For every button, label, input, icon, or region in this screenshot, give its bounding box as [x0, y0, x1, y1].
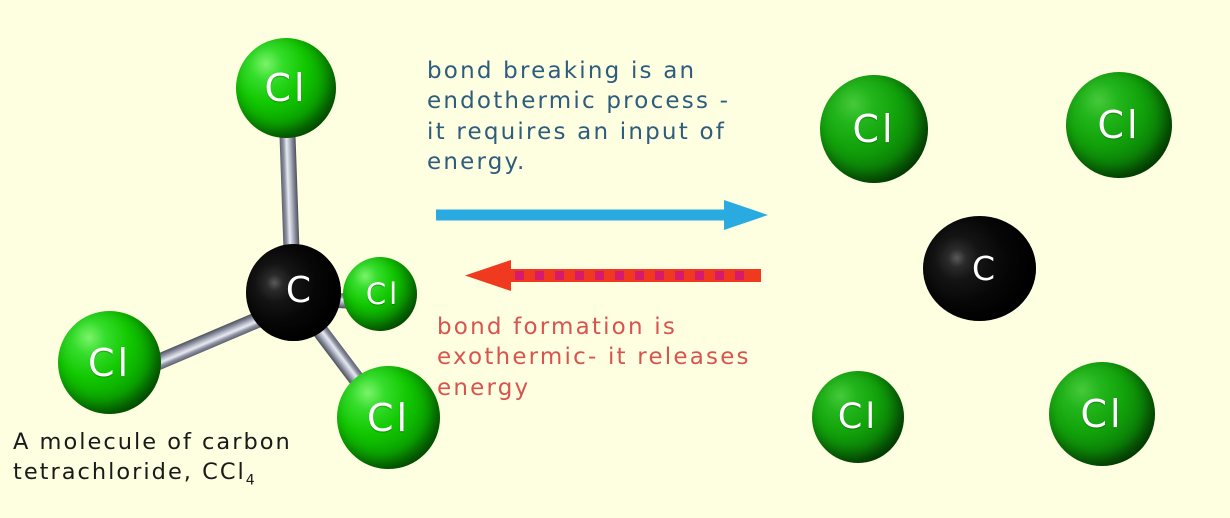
- atom-chlorine-free-top-left[interactable]: Cl: [820, 75, 928, 183]
- atom-chlorine-right[interactable]: Cl: [343, 257, 417, 331]
- atom-label: Cl: [365, 277, 401, 311]
- atom-label: Cl: [87, 340, 132, 385]
- atom-label: Cl: [264, 66, 308, 110]
- atom-chlorine-top[interactable]: Cl: [236, 38, 336, 138]
- arrow-reverse-shape: [465, 260, 761, 291]
- atom-carbon-center[interactable]: C: [246, 244, 341, 341]
- atom-label: Cl: [1080, 392, 1124, 436]
- atom-label: Cl: [366, 395, 411, 440]
- endothermic-annotation: bond breaking is an endothermic process …: [427, 58, 731, 176]
- atom-chlorine-free-top-right[interactable]: Cl: [1066, 72, 1172, 178]
- atom-label: Cl: [1097, 103, 1141, 147]
- atom-chlorine-left[interactable]: Cl: [58, 311, 161, 414]
- molecule-caption-subscript: 4: [245, 472, 255, 489]
- arrow-forward-endothermic: [436, 200, 768, 230]
- atom-label: C: [285, 270, 312, 311]
- arrow-reverse-exothermic: [465, 260, 761, 291]
- atom-carbon-free[interactable]: C: [923, 216, 1036, 321]
- atom-label: Cl: [852, 107, 896, 151]
- arrow-forward-shape: [436, 200, 768, 230]
- molecule-caption: A molecule of carbon tetrachloride, CCl4: [13, 428, 408, 490]
- exothermic-annotation: bond formation is exothermic- it release…: [437, 314, 751, 401]
- arrow-reverse-dots: [515, 271, 744, 280]
- molecule-caption-line1: A molecule of carbon: [13, 429, 292, 455]
- atom-chlorine-free-bottom-right[interactable]: Cl: [1049, 362, 1155, 466]
- atom-label: C: [971, 249, 996, 288]
- molecule-caption-line2: tetrachloride, CCl: [13, 458, 246, 485]
- atom-label: Cl: [837, 397, 879, 437]
- atom-chlorine-bottom[interactable]: Cl: [337, 366, 440, 469]
